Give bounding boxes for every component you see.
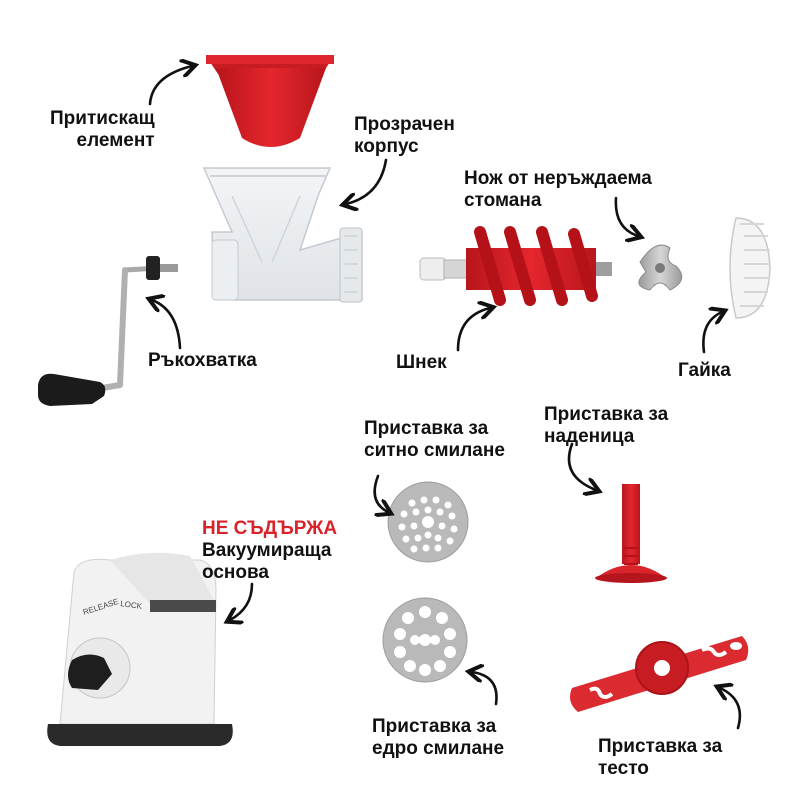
arrow-sausage <box>567 442 596 490</box>
label-vacuum-base: НЕ СЪДЪРЖА Вакуумираща основа <box>202 518 338 583</box>
ring-nut-part <box>729 217 771 319</box>
label-housing: Прозрачен корпус <box>354 114 455 157</box>
fine-grinding-plate <box>387 481 469 563</box>
pointer-arrows <box>148 66 742 730</box>
label-auger: Шнек <box>396 352 447 373</box>
crank-handle-part <box>38 256 178 406</box>
label-coarse-plate: Приставка за едро смилане <box>372 716 505 759</box>
arrow-blade <box>614 196 638 236</box>
coarse-grinding-plate <box>382 597 468 683</box>
label-blade: Нож от неръждаема стомана <box>464 168 652 211</box>
arrow-fine-plate <box>373 474 388 512</box>
sausage-attachment <box>595 484 667 583</box>
arrow-base <box>230 582 254 620</box>
arrow-pusher <box>148 66 192 106</box>
arrow-auger <box>456 308 490 352</box>
arrow-handle <box>152 300 182 350</box>
base-lock-engraving: LOCK <box>120 599 143 611</box>
not-included-note: НЕ СЪДЪРЖА <box>202 518 338 539</box>
label-nut: Гайка <box>678 360 731 381</box>
dough-attachment <box>570 636 749 712</box>
label-pusher: Притискащ елемент <box>50 108 155 151</box>
steel-blade-part <box>638 244 683 291</box>
arrow-housing <box>346 158 388 204</box>
arrow-coarse-plate <box>472 672 498 706</box>
vacuum-base-part: RELEASE LOCK <box>47 552 233 746</box>
arrow-dough <box>720 688 742 730</box>
label-sausage: Приставка за наденица <box>544 404 669 447</box>
label-handle: Ръкохватка <box>148 350 257 371</box>
transparent-housing-part <box>202 167 363 303</box>
label-fine-plate: Приставка за ситно смилане <box>364 418 505 461</box>
arrow-nut <box>702 312 722 354</box>
auger-part <box>419 226 612 306</box>
label-dough: Приставка за тесто <box>598 736 723 779</box>
pusher-part <box>206 55 334 147</box>
